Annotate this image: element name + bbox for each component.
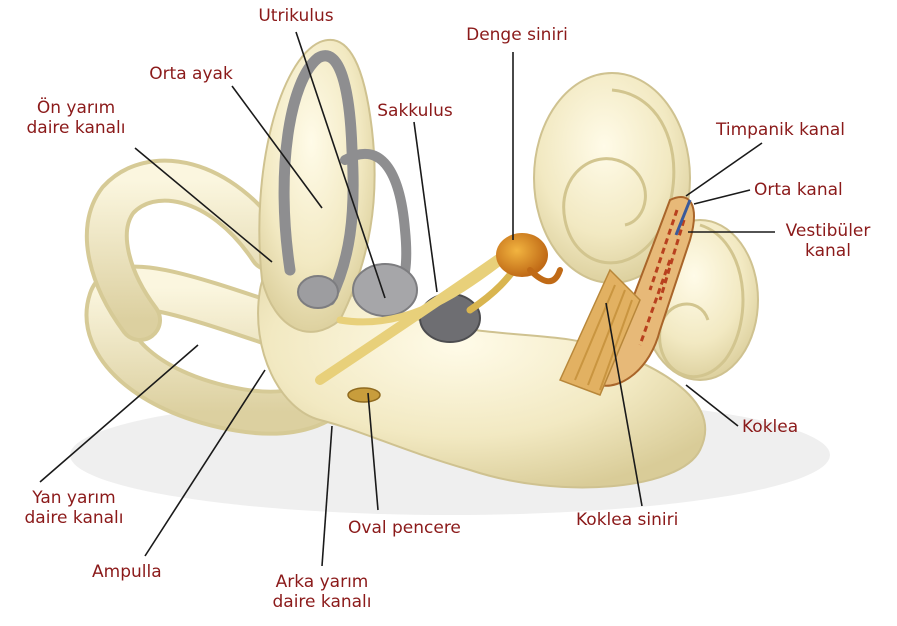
leader-sakkulus — [414, 122, 437, 292]
label-vestibuler-line2: kanal — [772, 241, 884, 261]
label-on-yarim-line1: Ön yarım — [6, 98, 146, 118]
label-koklea: Koklea — [742, 417, 798, 437]
label-koklea-siniri: Koklea siniri — [576, 510, 678, 530]
leader-orta-kanal — [694, 190, 750, 204]
label-sakkulus: Sakkulus — [355, 101, 475, 121]
label-timpanik-kanal: Timpanik kanal — [716, 120, 845, 140]
label-arka-yarim-line1: Arka yarım — [252, 572, 392, 592]
label-vestibuler-kanal: Vestibüler kanal — [772, 221, 884, 261]
oval-window — [348, 388, 380, 402]
label-vestibuler-line1: Vestibüler — [772, 221, 884, 241]
label-on-yarim-daire-kanali: Ön yarım daire kanalı — [6, 98, 146, 138]
label-ampulla: Ampulla — [92, 562, 162, 582]
label-orta-kanal: Orta kanal — [754, 180, 843, 200]
label-yan-yarim-line2: daire kanalı — [4, 508, 144, 528]
label-denge-siniri: Denge siniri — [442, 25, 592, 45]
label-oval-pencere: Oval pencere — [348, 518, 461, 538]
label-arka-yarim-daire-kanali: Arka yarım daire kanalı — [252, 572, 392, 612]
label-on-yarim-line2: daire kanalı — [6, 118, 146, 138]
utricle-sac — [353, 264, 417, 316]
label-yan-yarim-line1: Yan yarım — [4, 488, 144, 508]
label-yan-yarim-daire-kanali: Yan yarım daire kanalı — [4, 488, 144, 528]
label-utrikulus: Utrikulus — [236, 6, 356, 26]
label-arka-yarim-line2: daire kanalı — [252, 592, 392, 612]
leader-timpanik — [686, 143, 762, 196]
label-orta-ayak: Orta ayak — [126, 64, 256, 84]
